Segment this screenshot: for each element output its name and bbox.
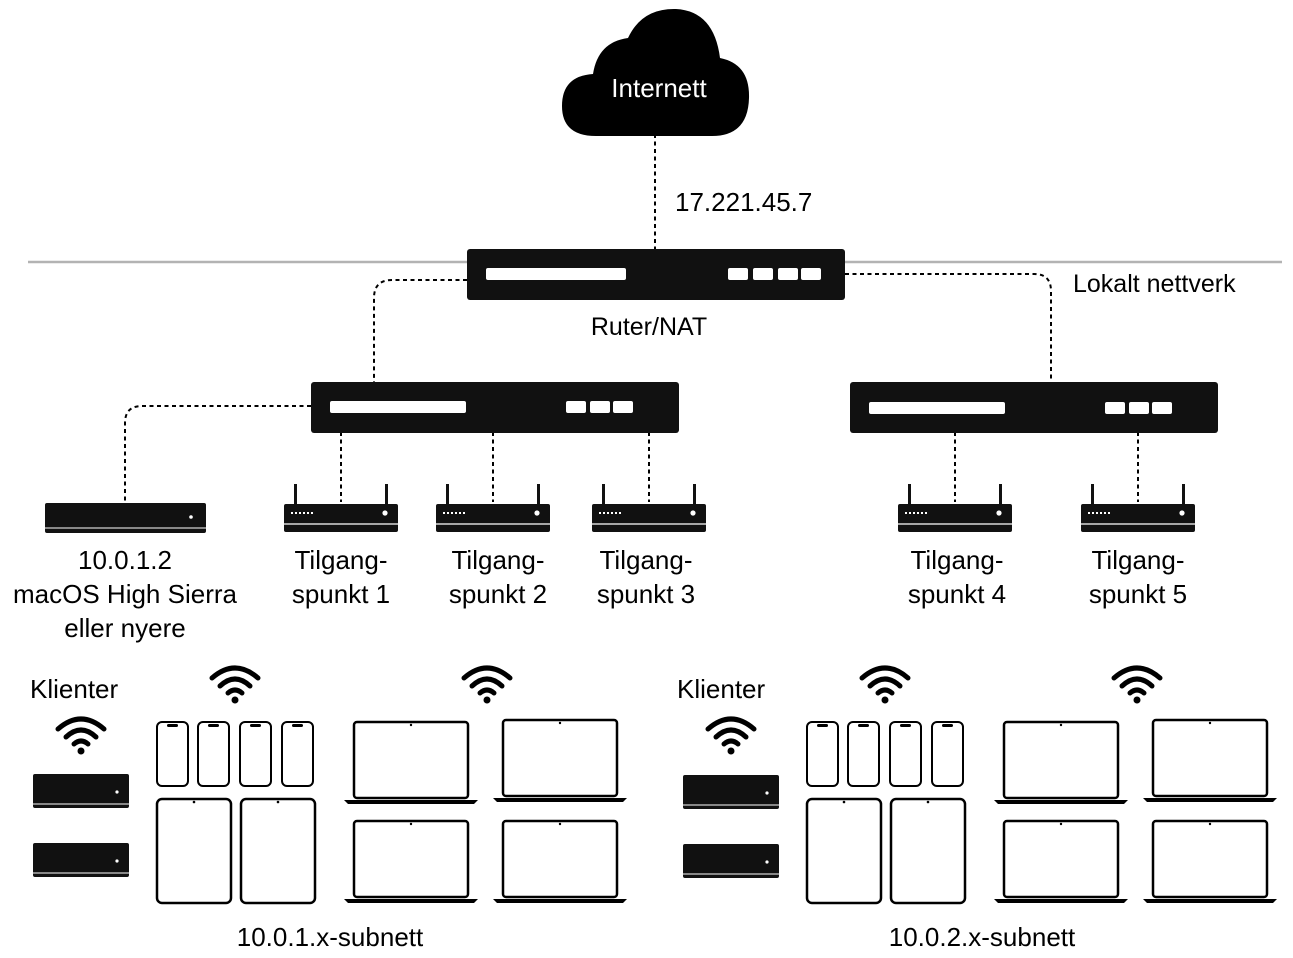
access-point-3-icon [591,483,707,533]
router-device [467,249,845,300]
access-point-2-icon [435,483,551,533]
subnet-1-phones [156,721,314,787]
cloud-label: Internett [611,73,707,103]
access-point-2-label-line2: spunkt 2 [449,579,547,609]
server-label-line1: 10.0.1.2 [78,545,172,575]
access-point-1-label-line1: Tilgang- [295,545,388,575]
subnet-2-label: 10.0.2.x-subnett [889,922,1076,952]
access-point-5-label-line2: spunkt 5 [1089,579,1187,609]
subnet-1-laptops [342,718,629,905]
subnet-1-label: 10.0.1.x-subnett [237,922,424,952]
access-point-4-icon [897,483,1013,533]
access-point-5-label-line1: Tilgang- [1092,545,1185,575]
subnet-2-phones [806,721,964,787]
switch-left-device [311,382,679,433]
subnet-2-mini-devices [682,774,780,879]
lan-label: Lokalt nettverk [1073,270,1236,298]
subnet-1-clients-label: Klienter [30,674,118,704]
network-links [124,134,1139,503]
subnet-1-tablets [155,797,317,905]
access-point-1-label-line2: spunkt 1 [292,579,390,609]
server-device-icon [45,503,206,533]
router-label: Ruter/NAT [591,313,707,341]
access-point-5-icon [1080,483,1196,533]
subnet-2-tablets [805,797,967,905]
internet-cloud-icon [562,8,750,136]
access-point-4-label-line2: spunkt 4 [908,579,1006,609]
server-label-line2: macOS High Sierra [13,579,237,609]
subnet-2-clients-label: Klienter [677,674,765,704]
switch-right-device [850,382,1218,433]
access-point-3-label-line1: Tilgang- [600,545,693,575]
access-point-2-label-line1: Tilgang- [452,545,545,575]
access-point-3-label-line2: spunkt 3 [597,579,695,609]
access-point-1-icon [283,483,399,533]
subnet-2-laptops [992,718,1279,905]
subnet-1-mini-devices [32,773,130,878]
server-label-line3: eller nyere [64,613,185,643]
access-point-4-label-line1: Tilgang- [911,545,1004,575]
wan-ip-label: 17.221.45.7 [675,187,812,217]
